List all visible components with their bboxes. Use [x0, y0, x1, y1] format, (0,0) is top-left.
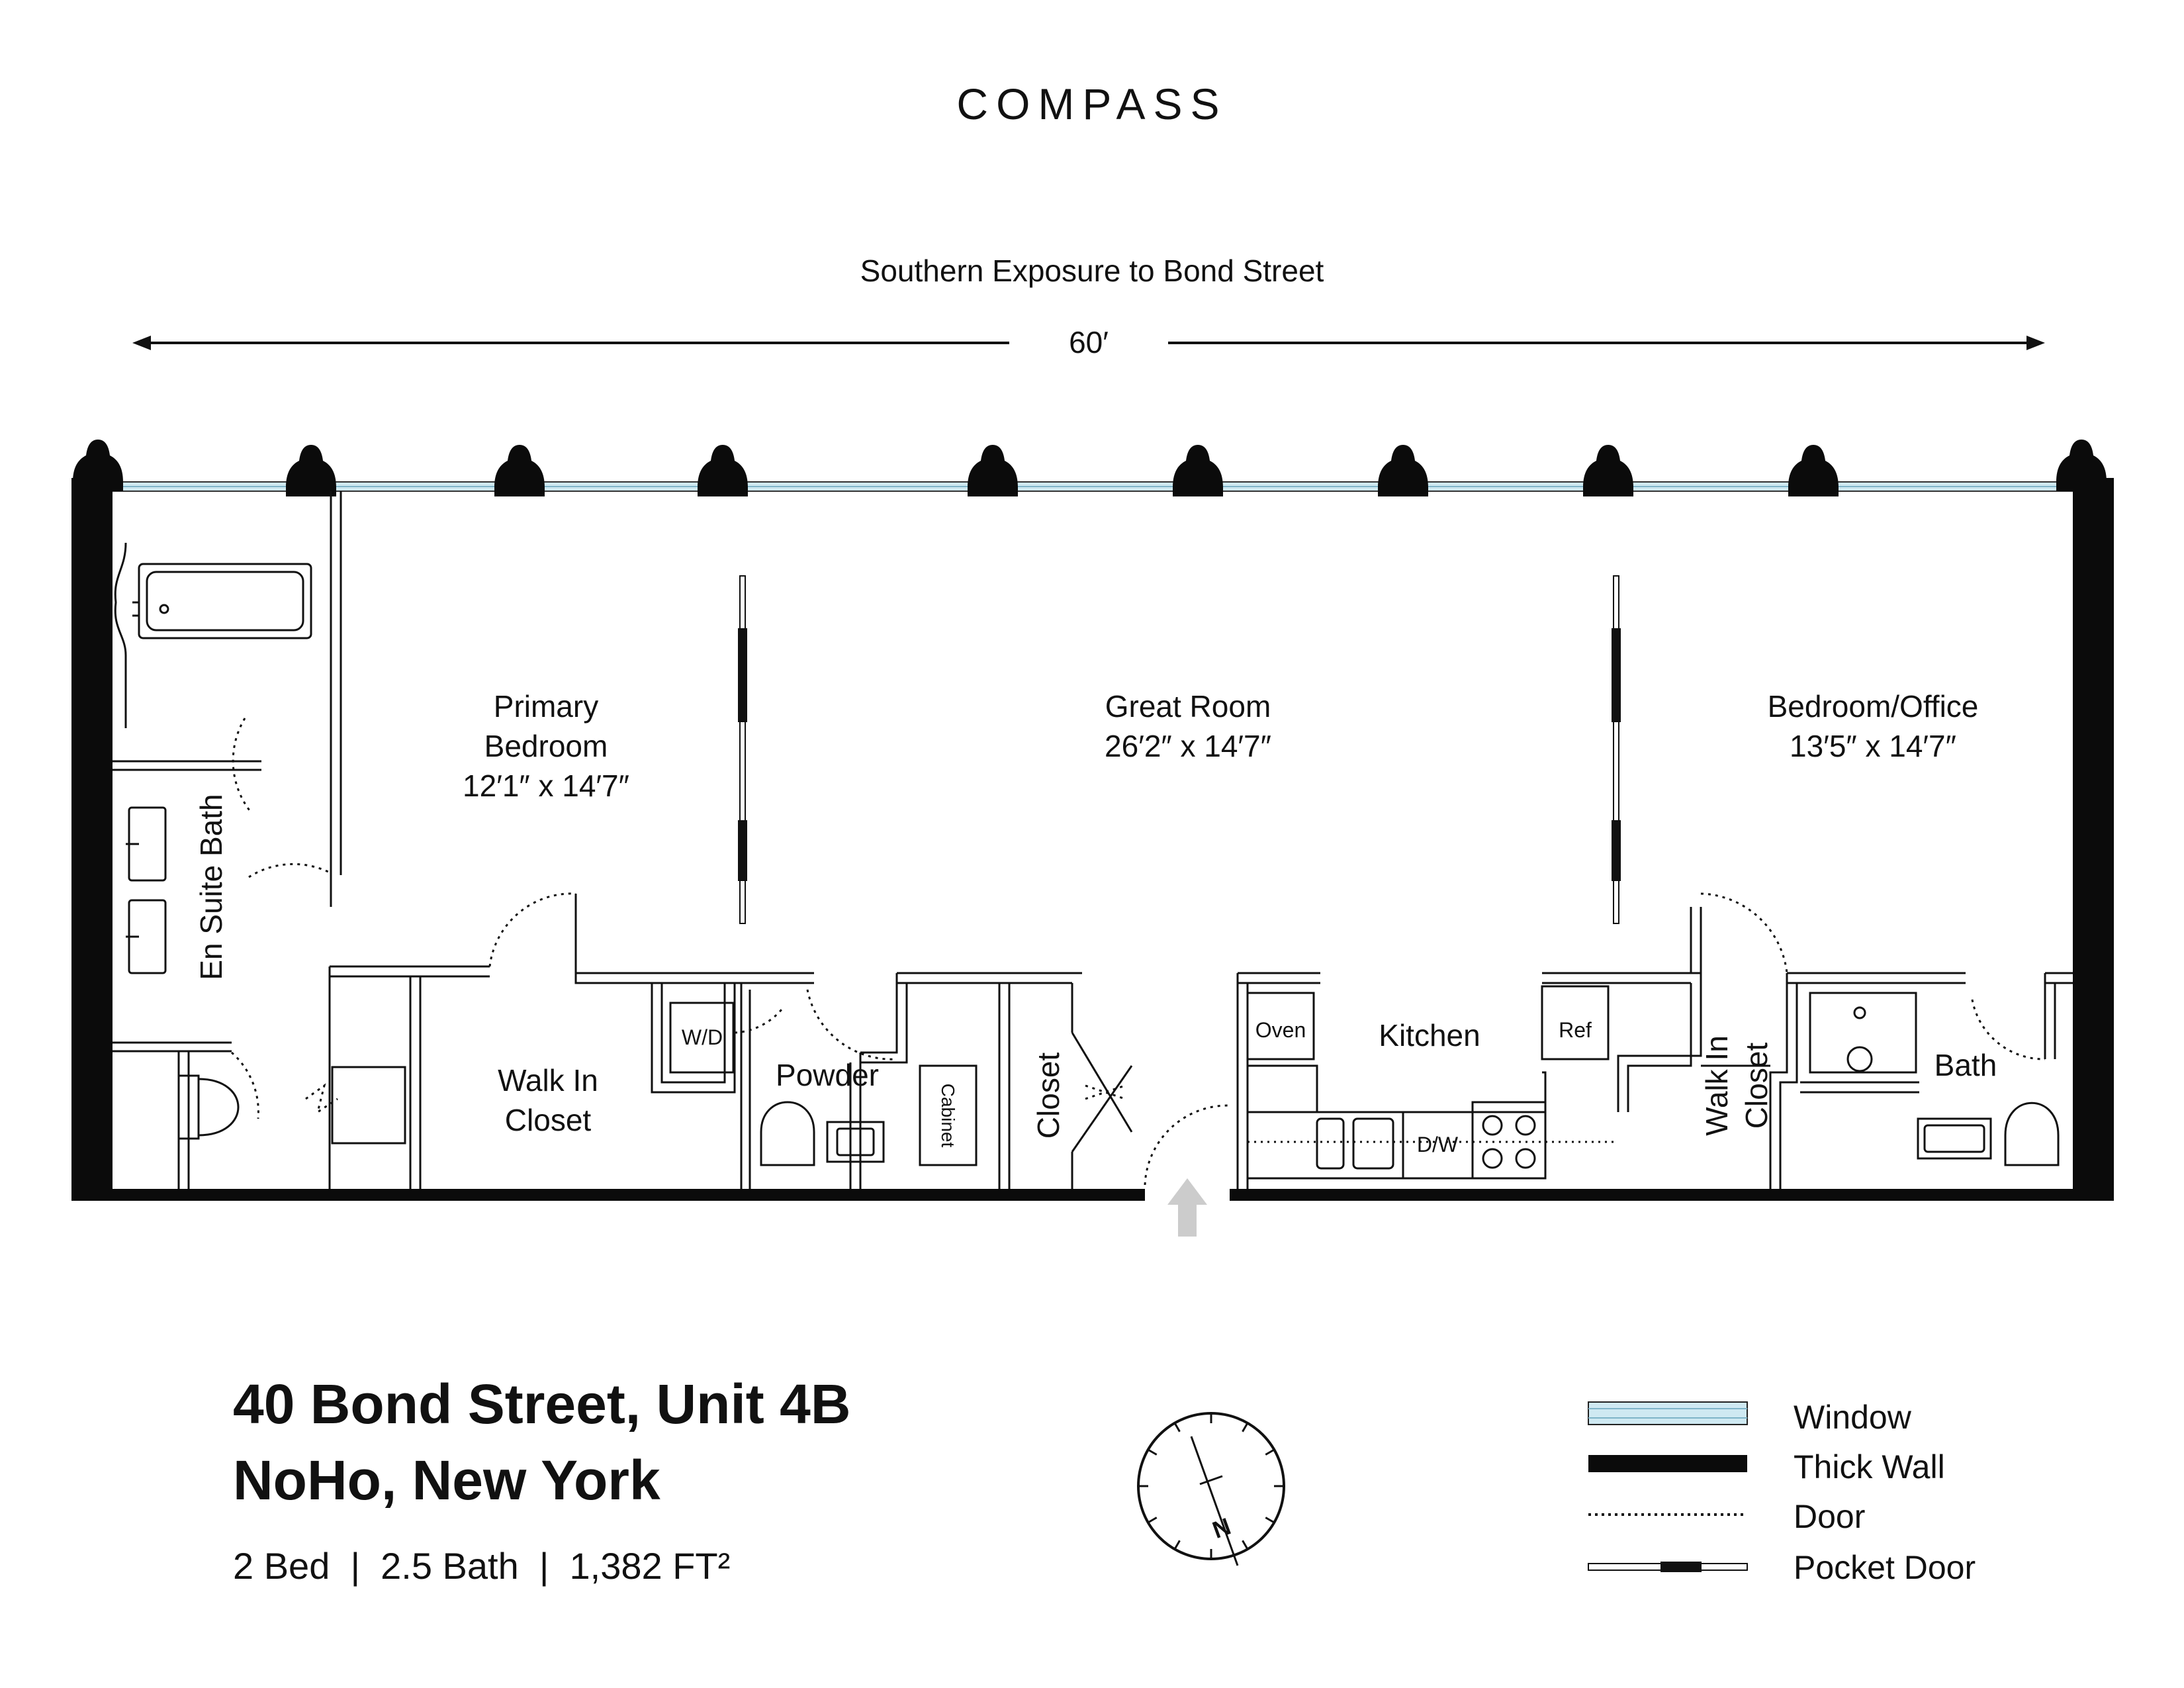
entry-arrow-icon — [1167, 1178, 1207, 1237]
legend-pocket-door-swatch — [1588, 1562, 1748, 1572]
width-dimension-label: 60′ — [1069, 325, 1109, 359]
room-label-bath: Bath — [1934, 1048, 1997, 1082]
room-label-ensuite-bath: En Suite Bath — [194, 794, 228, 980]
address-line-2: NoHo, New York — [233, 1449, 660, 1511]
kitchen-fixtures — [1246, 985, 1615, 1180]
room-label-bedroom-office: Bedroom/Office — [1768, 689, 1979, 724]
room-label-kitchen: Kitchen — [1379, 1018, 1480, 1053]
room-label-walk-in-closet-1: Walk In — [498, 1063, 598, 1098]
address-line-1: 40 Bond Street, Unit 4B — [233, 1373, 850, 1435]
door-ensuite-bath[interactable] — [248, 863, 330, 878]
room-label-walk-in-closet-1b: Closet — [505, 1103, 592, 1137]
room-dim-bedroom-office: 13′5″ x 14′7″ — [1790, 729, 1956, 763]
powder-fixtures — [760, 1064, 978, 1166]
label-wd: W/D — [682, 1025, 723, 1049]
washer-dryer — [669, 1002, 735, 1074]
exterior-walls — [71, 478, 2114, 1201]
linen-closet — [305, 1066, 406, 1145]
door-powder[interactable] — [806, 989, 897, 1060]
room-label-powder: Powder — [776, 1058, 879, 1092]
brand-logo: COMPASS — [956, 79, 1227, 128]
exposure-label: Southern Exposure to Bond Street — [860, 254, 1324, 288]
legend-label-window: Window — [1794, 1399, 1912, 1436]
legend-label-thick-wall: Thick Wall — [1794, 1448, 1945, 1485]
interior-walls — [113, 491, 2073, 1189]
legend-window-swatch — [1588, 1401, 1748, 1425]
bathtub — [114, 542, 312, 728]
room-label-walk-in-closet-2b: Closet — [1739, 1043, 1774, 1129]
window-strip — [102, 481, 2082, 492]
legend: Window Thick Wall Door Pocket Door — [1588, 1399, 1976, 1586]
legend-label-pocket-door: Pocket Door — [1794, 1549, 1976, 1586]
bath-fixtures — [1809, 992, 2060, 1166]
room-label-primary-bedroom: Primary — [494, 689, 598, 724]
label-oven: Oven — [1255, 1018, 1306, 1042]
room-label-closet: Closet — [1031, 1053, 1066, 1139]
room-dim-great-room: 26′2″ x 14′7″ — [1105, 729, 1271, 763]
closet-bifold-doors[interactable] — [1071, 1032, 1133, 1152]
label-dw: D/W — [1417, 1133, 1459, 1156]
room-label-walk-in-closet-2: Walk In — [1700, 1035, 1734, 1136]
door-entry[interactable] — [1144, 1104, 1228, 1186]
width-dimension-line — [132, 336, 2045, 350]
legend-label-door: Door — [1794, 1498, 1865, 1535]
door-primary-bedroom[interactable] — [488, 892, 576, 967]
pocket-door-great-room-left[interactable] — [738, 575, 747, 924]
door-toilet-room[interactable] — [231, 1051, 259, 1119]
door-ensuite-vanity[interactable] — [232, 718, 253, 814]
door-bath[interactable] — [1971, 999, 2046, 1060]
door-laundry[interactable] — [734, 1006, 786, 1034]
ensuite-vanity-sinks — [126, 806, 167, 974]
unit-details: 2 Bed | 2.5 Bath | 1,382 FT² — [233, 1545, 730, 1587]
legend-thick-wall-swatch — [1588, 1455, 1747, 1472]
room-dim-primary-bedroom: 12′1″ x 14′7″ — [463, 769, 629, 803]
door-bedroom-office[interactable] — [1700, 892, 1788, 974]
label-ref: Ref — [1559, 1018, 1592, 1042]
pocket-door-great-room-right[interactable] — [1612, 575, 1621, 924]
room-label-primary-bedroom-2: Bedroom — [484, 729, 608, 763]
compass-rose-icon — [1137, 1412, 1285, 1566]
room-label-great-room: Great Room — [1105, 689, 1271, 724]
label-cabinet: Cabinet — [938, 1084, 958, 1148]
ensuite-toilet — [177, 1074, 240, 1140]
compass-north-label: N — [1208, 1513, 1234, 1544]
